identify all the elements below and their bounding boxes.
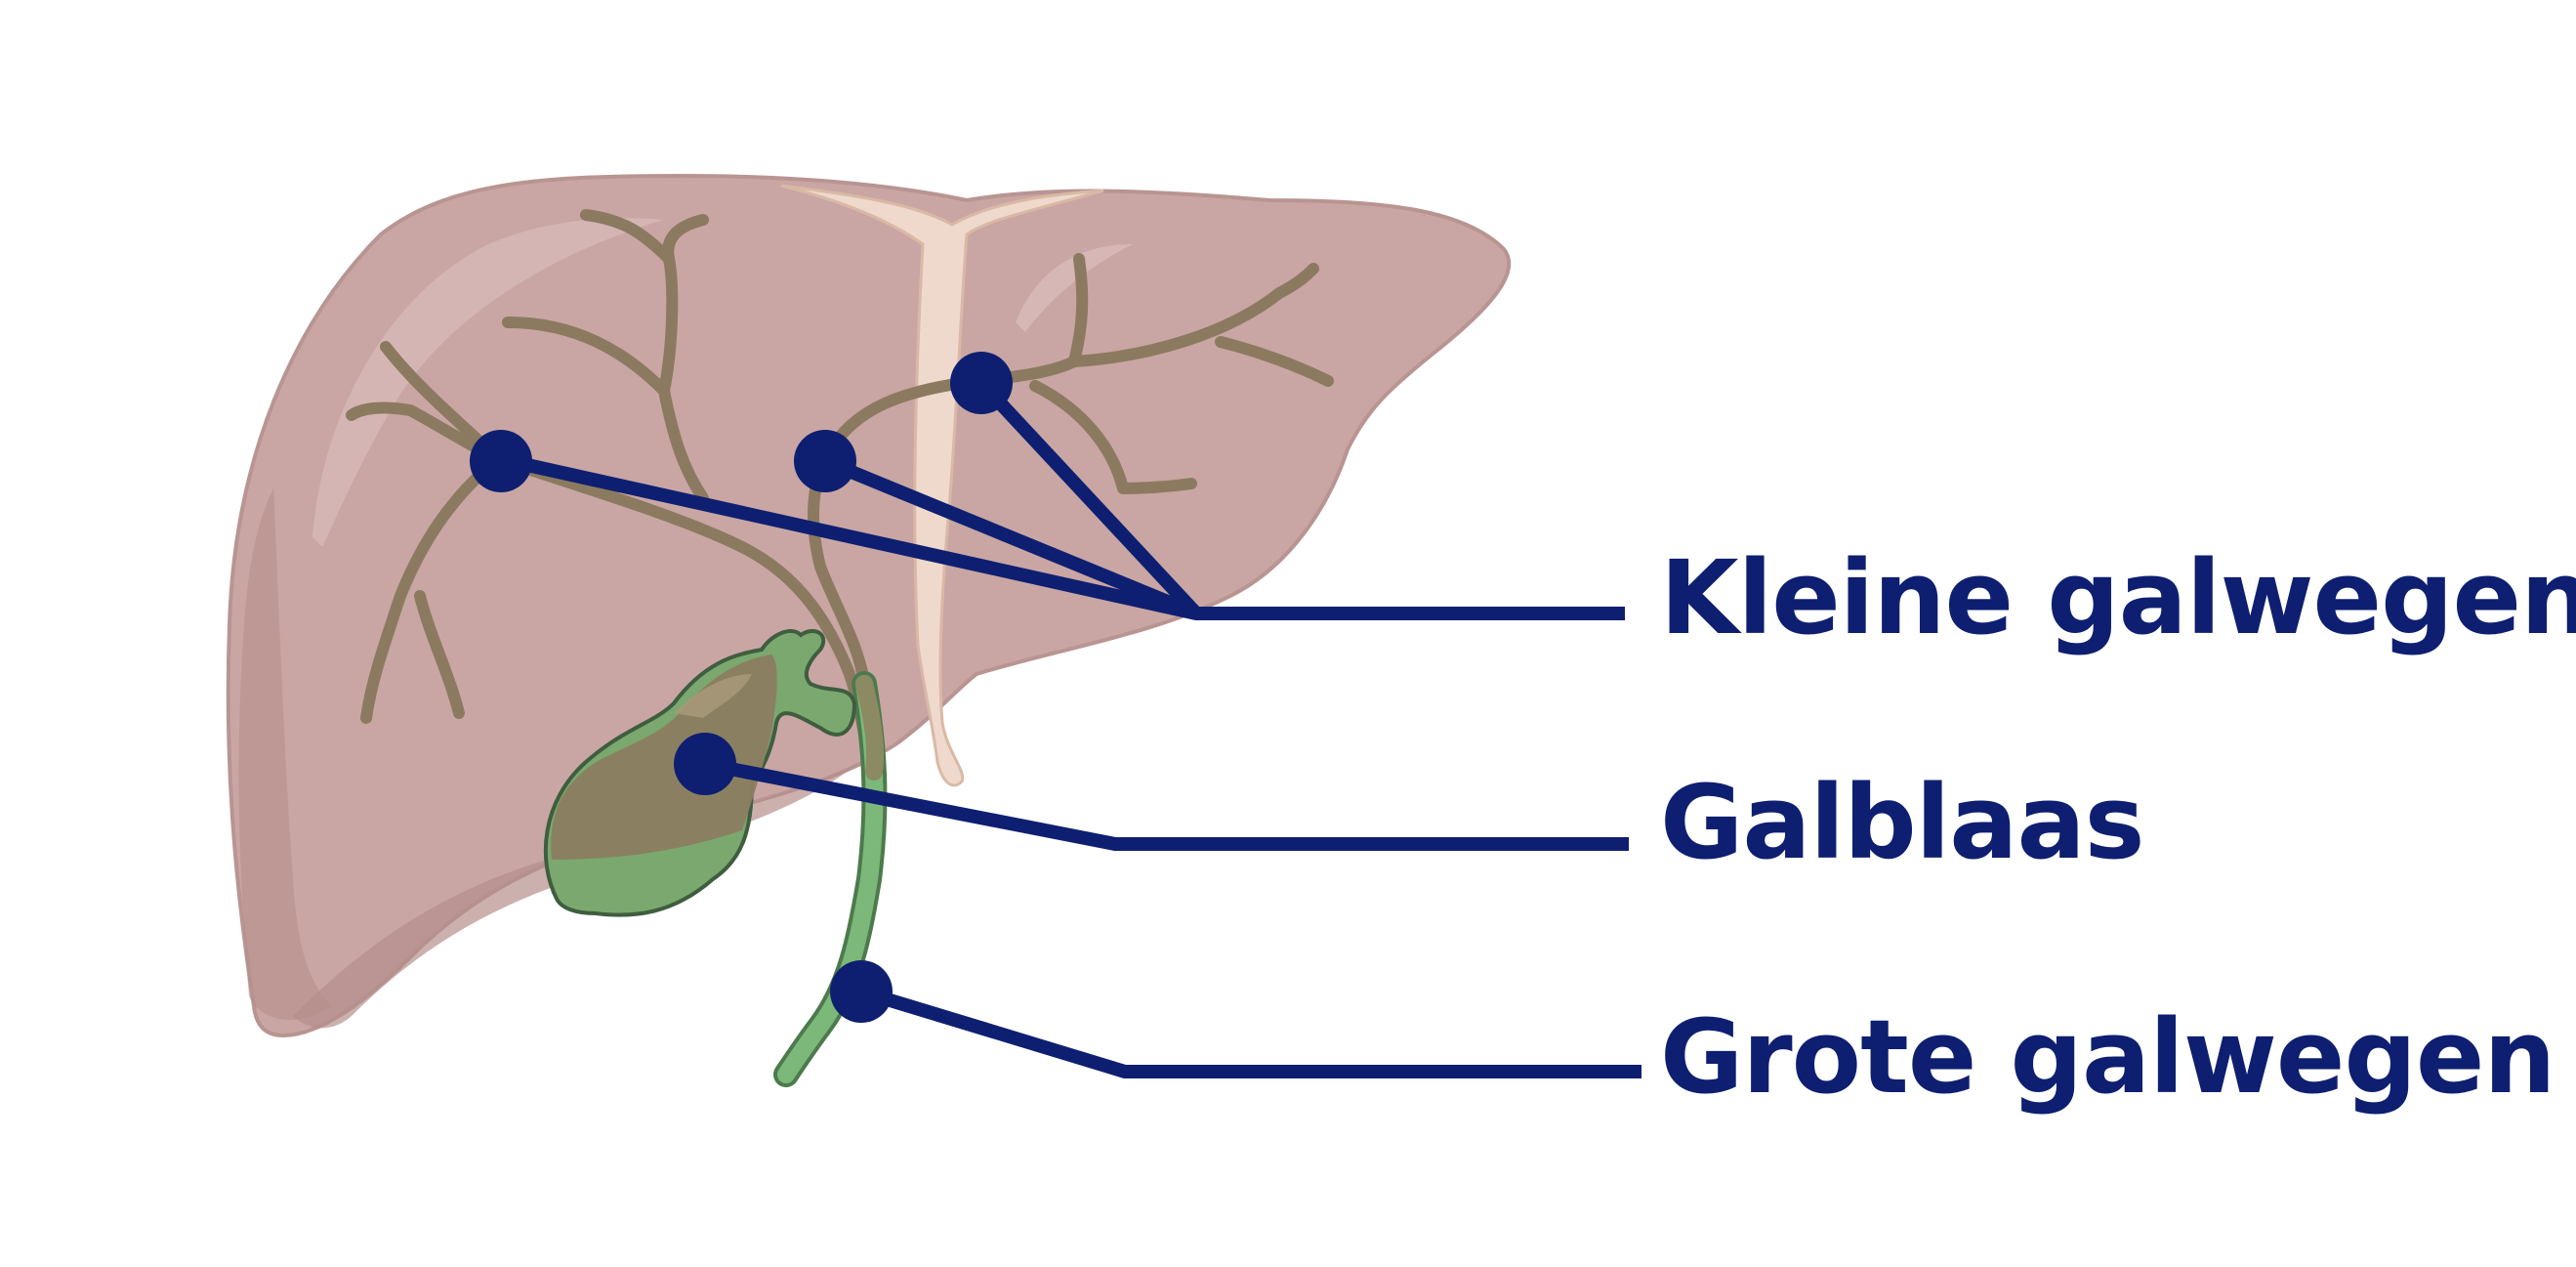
label-large-bile-ducts: Grote galwegen	[1660, 997, 2555, 1117]
marker-dot-small-ducts-1	[470, 430, 532, 492]
marker-dots	[470, 352, 1013, 1023]
liver-highlight	[312, 218, 664, 547]
leader-line-gallbladder	[703, 757, 1629, 851]
label-gallbladder: Galblaas	[1660, 763, 2145, 882]
marker-dot-gallbladder	[674, 733, 736, 795]
marker-dot-small-ducts-2	[794, 430, 856, 492]
leader-line-large-ducts	[858, 985, 1641, 1078]
liver-shadow	[238, 488, 332, 1020]
falciform-ligament	[780, 184, 1104, 787]
common-bile-duct	[773, 671, 888, 1087]
leader-line-small-ducts-2	[822, 454, 1199, 620]
bile-duct-tree	[346, 209, 1334, 758]
label-small-bile-ducts: Kleine galwegen	[1660, 538, 2576, 657]
marker-dot-small-ducts-3	[950, 352, 1013, 414]
leader-line-small-ducts-3	[976, 378, 1202, 618]
leader-lines	[499, 378, 1641, 1078]
marker-dot-large-ducts	[830, 960, 893, 1023]
